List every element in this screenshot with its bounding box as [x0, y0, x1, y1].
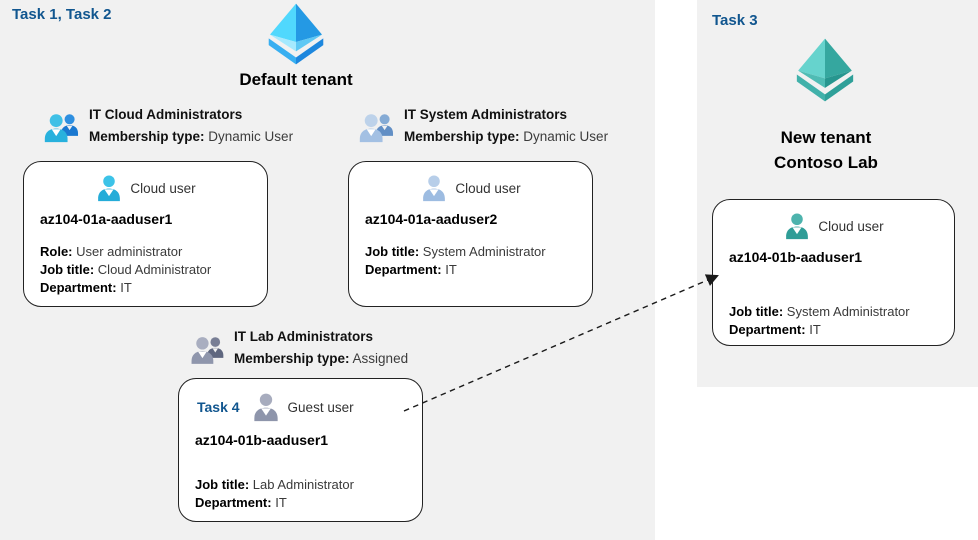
group-name: IT Cloud Administrators — [89, 107, 243, 122]
card-header: Task 4 Guest user — [195, 389, 406, 425]
user-type-label: Cloud user — [455, 180, 521, 196]
new-tenant-line2: Contoso Lab — [774, 153, 878, 172]
group-users-icon — [43, 109, 81, 143]
username: az104-01b-aaduser1 — [195, 432, 329, 448]
field-job-title: Job title: Cloud Administrator — [40, 262, 212, 277]
group-it-lab-administrators: IT Lab Administrators Membership type: A… — [190, 326, 408, 370]
task-1-2-label: Task 1, Task 2 — [12, 6, 112, 23]
cloud-user-card-aaduser2: Cloud user az104-01a-aaduser2 Job title:… — [348, 161, 593, 307]
user-fields: Job title: System Administrator Departme… — [729, 303, 938, 339]
task-4-label: Task 4 — [197, 399, 240, 415]
field-department: Department: IT — [195, 495, 287, 510]
field-job-title: Job title: Lab Administrator — [195, 477, 354, 492]
user-type-label: Cloud user — [818, 218, 884, 234]
azure-ad-pyramid-icon-teal — [791, 38, 859, 102]
user-fields: Job title: Lab Administrator Department:… — [195, 476, 406, 512]
group-name: IT Lab Administrators — [234, 329, 374, 344]
group-users-icon — [190, 332, 226, 365]
guest-user-card: Task 4 Guest user az104-01b-aaduser1 Job… — [178, 378, 423, 522]
card-header: Cloud user — [729, 208, 938, 244]
group-it-system-administrators: IT System Administrators Membership type… — [358, 104, 608, 148]
task-3-label: Task 3 — [712, 12, 758, 29]
new-tenant-line1: New tenant — [780, 128, 872, 147]
cloud-user-icon — [95, 173, 123, 203]
field-department: Department: IT — [729, 322, 821, 337]
field-role: Role: User administrator — [40, 244, 183, 259]
user-fields: Job title: System Administrator Departme… — [365, 243, 576, 279]
group-users-icon — [358, 109, 396, 143]
membership-type: Membership type: Assigned — [234, 351, 409, 366]
group-name: IT System Administrators — [404, 107, 568, 122]
field-department: Department: IT — [40, 280, 132, 295]
cloud-user-card-aaduser1: Cloud user az104-01a-aaduser1 Role: User… — [23, 161, 268, 307]
guest-user-icon — [251, 391, 281, 423]
card-header: Cloud user — [40, 170, 251, 206]
field-department: Department: IT — [365, 262, 457, 277]
username: az104-01a-aaduser1 — [40, 211, 173, 227]
username: az104-01b-aaduser1 — [729, 249, 863, 265]
membership-type: Membership type: Dynamic User — [404, 129, 609, 144]
new-tenant-cloud-user-card: Cloud user az104-01b-aaduser1 Job title:… — [712, 199, 955, 346]
field-job-title: Job title: System Administrator — [365, 244, 546, 259]
username: az104-01a-aaduser2 — [365, 211, 498, 227]
cloud-user-icon — [783, 211, 811, 241]
new-tenant-title: New tenant Contoso Lab — [726, 125, 926, 175]
group-it-cloud-administrators: IT Cloud Administrators Membership type:… — [43, 104, 293, 148]
user-type-label: Cloud user — [130, 180, 196, 196]
default-tenant-title: Default tenant — [239, 70, 353, 89]
field-job-title: Job title: System Administrator — [729, 304, 910, 319]
user-fields: Role: User administrator Job title: Clou… — [40, 243, 251, 297]
user-type-label: Guest user — [287, 399, 354, 415]
cloud-user-icon — [420, 173, 448, 203]
membership-type: Membership type: Dynamic User — [89, 129, 294, 144]
azure-ad-pyramid-icon — [262, 3, 330, 65]
card-header: Cloud user — [365, 170, 576, 206]
